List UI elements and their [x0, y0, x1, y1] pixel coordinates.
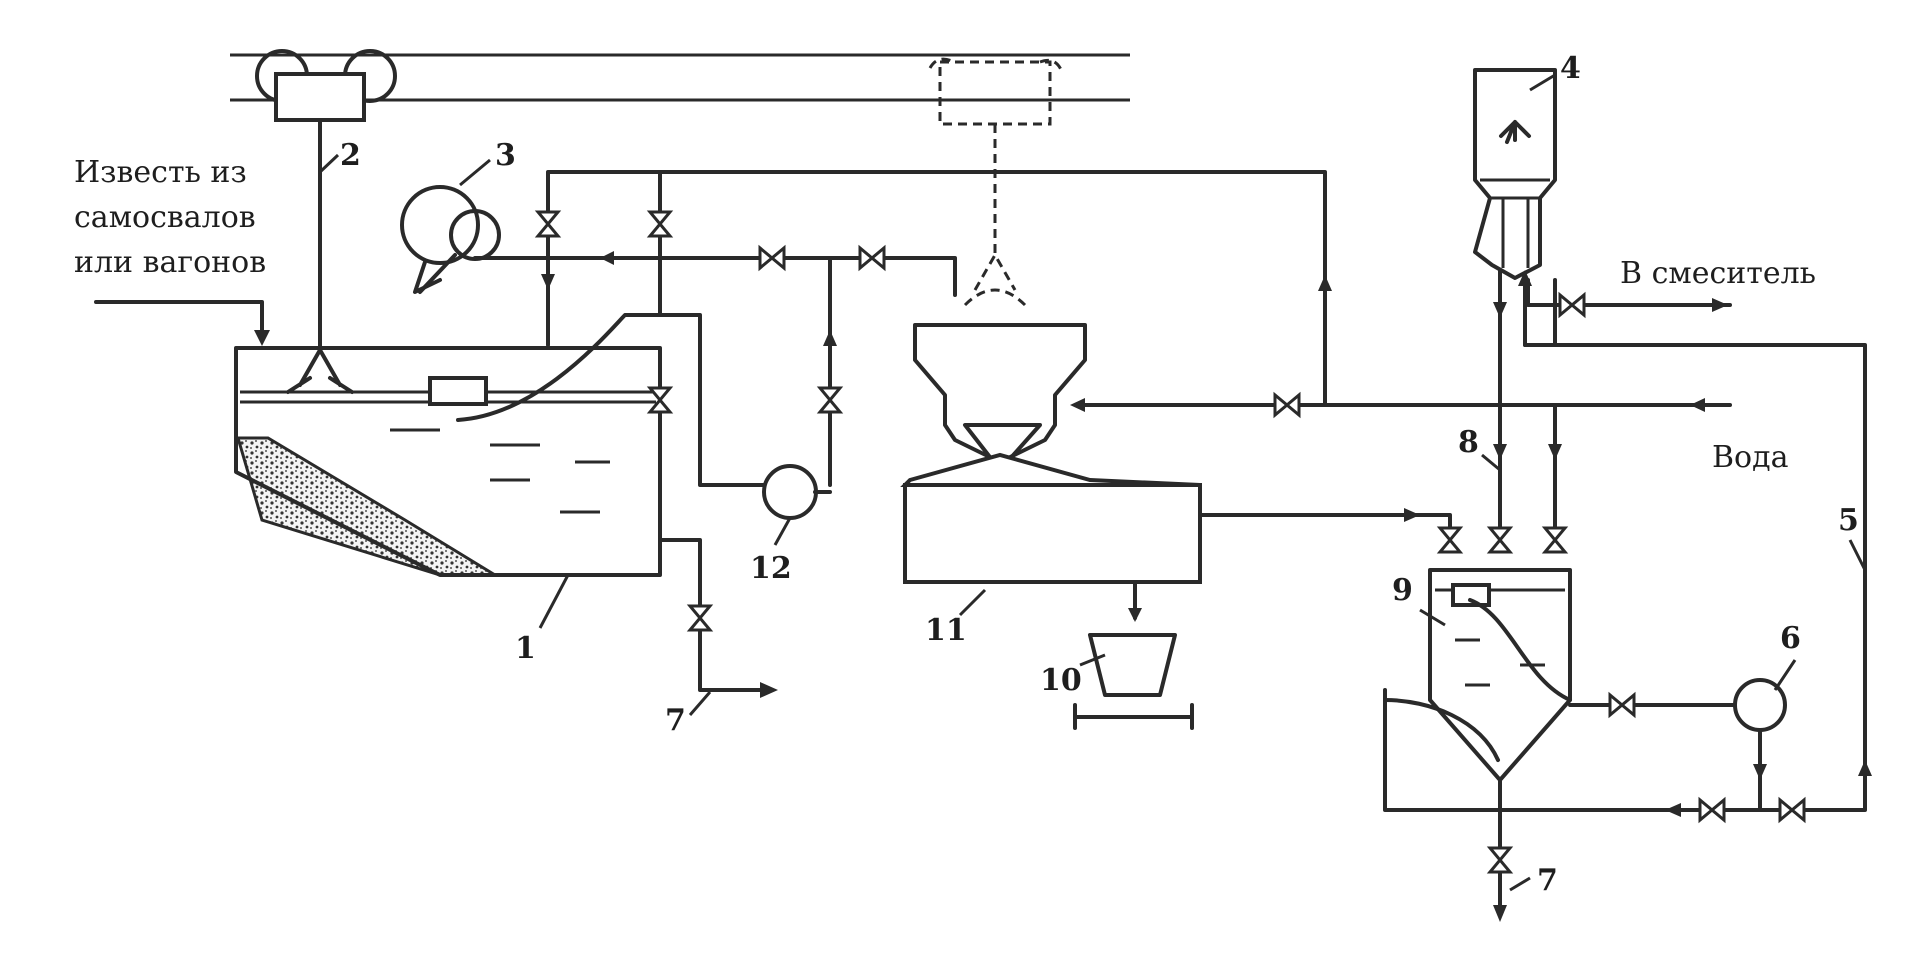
- ref-number-12: 12: [750, 551, 792, 586]
- ref-number-6: 6: [1780, 621, 1801, 656]
- ref-number-4: 4: [1560, 51, 1581, 86]
- ref-number-9: 9: [1392, 573, 1413, 608]
- ref-number-7-right: 7: [1537, 863, 1558, 898]
- classifier-overflow-line: [1198, 513, 1452, 542]
- lime-slaker-tank: [234, 313, 777, 577]
- lime-source-line-2: самосвалов: [74, 200, 256, 235]
- to-mixer-line: [1526, 278, 1732, 307]
- tank-float: [1451, 583, 1491, 607]
- leader-lines: [318, 73, 1867, 892]
- bin-connection-lines: [1428, 268, 1867, 812]
- crane-trolley-alt-position: [928, 57, 1064, 307]
- crane-trolley: [255, 49, 397, 352]
- ref-number-2: 2: [340, 138, 361, 173]
- slaker-float: [428, 376, 488, 406]
- ref-number-1: 1: [515, 631, 536, 666]
- grab-bucket: [286, 348, 354, 394]
- valves: [534, 210, 1806, 874]
- lime-source-line-1: Известь из: [74, 155, 247, 190]
- recirculation-line: [1383, 688, 1762, 812]
- air-blower: [400, 185, 501, 294]
- air-piping: [473, 170, 1327, 487]
- ref-number-7-left: 7: [665, 703, 686, 738]
- lime-source-label: Известь из самосвалов или вагонов: [74, 155, 266, 280]
- milk-of-lime-tank: [1383, 568, 1572, 782]
- to-mixer-label: В смеситель: [1620, 256, 1816, 291]
- ref-number-10: 10: [1040, 663, 1082, 698]
- ref-number-8: 8: [1458, 425, 1479, 460]
- lime-sediment: [235, 436, 501, 577]
- classifier-unit: [900, 323, 1202, 584]
- ref-number-11: 11: [925, 613, 967, 648]
- ref-number-3: 3: [495, 138, 516, 173]
- water-label: Вода: [1712, 440, 1789, 475]
- pump-12: [762, 464, 818, 520]
- flow-arrows: [541, 251, 1872, 817]
- waste-cart: [1073, 633, 1194, 730]
- lime-source-line-3: или вагонов: [74, 245, 266, 280]
- ref-number-5: 5: [1838, 503, 1859, 538]
- lime-storage-bin: [1473, 68, 1557, 280]
- lime-feed-line: [94, 300, 264, 342]
